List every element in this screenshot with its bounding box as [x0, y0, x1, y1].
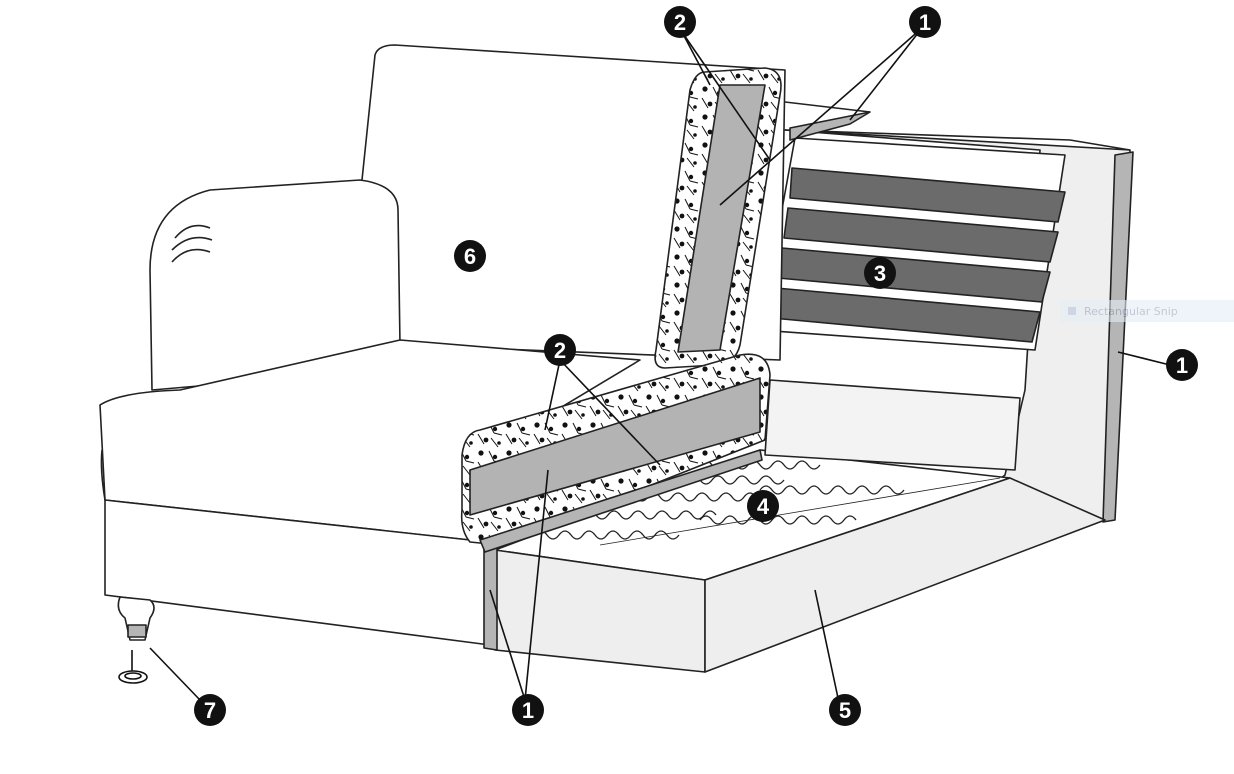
rectangular-snip-tooltip[interactable]: Rectangular Snip	[1060, 300, 1234, 322]
callout-5: 5	[829, 694, 861, 726]
svg-text:6: 6	[464, 244, 476, 269]
callout-2-mid: 2	[544, 334, 576, 366]
callout-6: 6	[454, 240, 486, 272]
svg-text:1: 1	[919, 10, 931, 35]
svg-text:2: 2	[554, 338, 566, 363]
seat-cushion-cutaway	[460, 353, 771, 553]
spring	[534, 530, 680, 540]
back-cushion-foam	[677, 84, 766, 353]
strap	[783, 207, 1059, 263]
springs	[534, 460, 1001, 546]
seat-frame-rail	[764, 379, 1021, 471]
spring	[699, 515, 857, 525]
armrest-fold	[171, 236, 213, 251]
svg-text:2: 2	[674, 10, 686, 35]
back-frame-top	[784, 129, 1131, 151]
svg-text:4: 4	[757, 494, 770, 519]
strap	[789, 167, 1066, 223]
spring	[759, 485, 905, 495]
callout-7: 7	[194, 694, 226, 726]
callout-1-bottom: 1	[512, 694, 544, 726]
callout-4: 4	[747, 490, 779, 522]
svg-text:3: 3	[874, 261, 886, 286]
spring-outline	[599, 477, 1001, 546]
seat-frame-side	[704, 477, 1106, 673]
seat-cushion-board	[479, 449, 763, 553]
back-cushion-cutaway	[654, 67, 782, 369]
armrest	[149, 179, 401, 391]
leg-glide	[127, 624, 147, 638]
svg-text:1: 1	[522, 698, 534, 723]
seat-cushion-foam	[469, 377, 761, 516]
seat-frame-left-edge	[483, 547, 498, 651]
armrest-fold	[171, 248, 211, 263]
callout-3: 3	[864, 257, 896, 289]
callout-2-top: 2	[664, 6, 696, 38]
callout-1-top: 1	[909, 6, 941, 38]
svg-text:1: 1	[1176, 353, 1188, 378]
snip-icon	[1068, 307, 1076, 315]
svg-text:5: 5	[839, 698, 851, 723]
callout-1-right: 1	[1166, 349, 1198, 381]
sofa-body	[99, 44, 786, 646]
svg-text:7: 7	[204, 698, 216, 723]
snip-tooltip-label: Rectangular Snip	[1084, 304, 1178, 318]
glide-detail	[118, 670, 148, 684]
sofa-base-edge	[100, 449, 106, 501]
back-frame-side-panel	[1102, 151, 1134, 523]
callouts: 1 2 6 3 2 1 4 7	[194, 6, 1198, 726]
armrest-fold	[174, 224, 211, 239]
leader-lines	[131, 27, 1171, 701]
webbing-straps	[771, 167, 1066, 343]
back-frame-top-edge	[784, 101, 871, 113]
